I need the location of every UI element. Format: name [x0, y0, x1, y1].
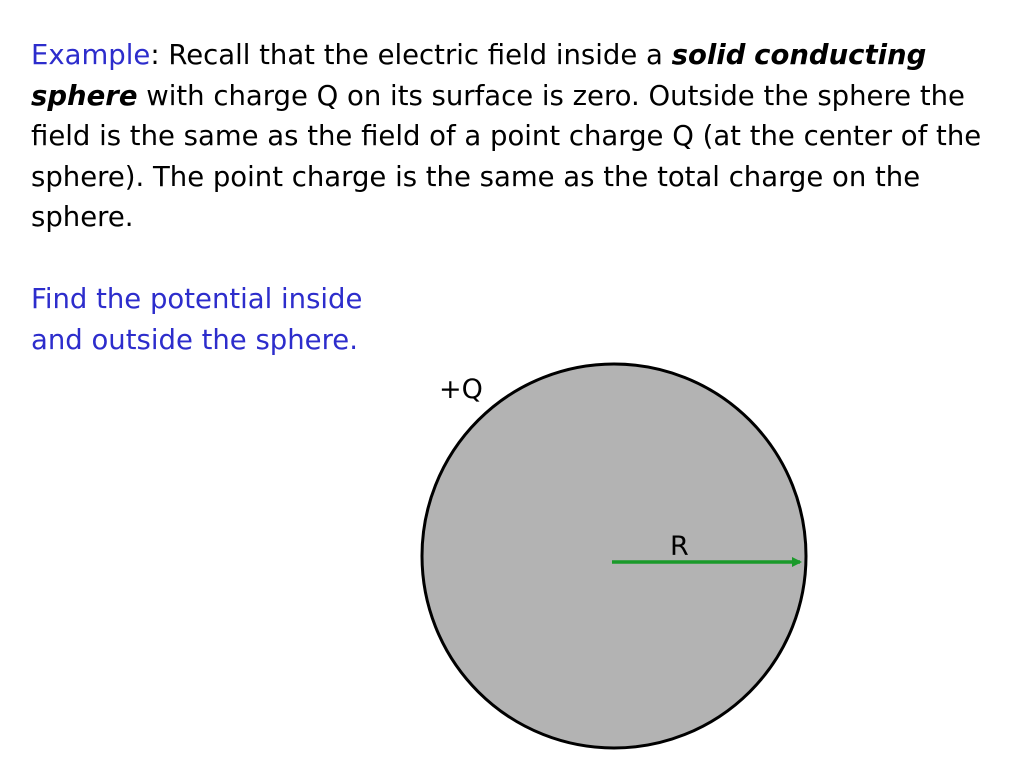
radius-label: R [670, 531, 689, 562]
emphasis-solid: solid [671, 39, 746, 71]
conducting-sphere [420, 362, 808, 750]
example-colon: : [150, 39, 160, 71]
intro-paragraph: Example: Recall that the electric field … [31, 35, 1006, 238]
intro-text-1: Recall that the electric field inside a [159, 39, 672, 71]
intro-text-2: with charge Q on its surface is zero. Ou… [31, 79, 982, 234]
example-label: Example [31, 39, 151, 71]
charge-label: +Q [439, 374, 483, 405]
question-text: Find the potential inside and outside th… [31, 283, 363, 356]
emphasis-conducting-sphere: conducting sphere [31, 39, 927, 112]
